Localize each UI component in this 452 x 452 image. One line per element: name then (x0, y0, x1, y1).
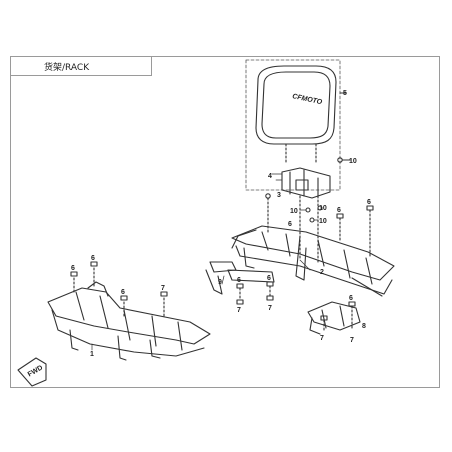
callout-7-r2: 7 (268, 305, 272, 312)
callout-6-r4: 6 (267, 275, 271, 282)
callout-6-r5: 6 (349, 295, 353, 302)
front-fasteners (70, 261, 168, 319)
callout-7-f1: 7 (161, 285, 165, 292)
callout-6-f1: 6 (71, 265, 75, 272)
callout-10-mid: 10 (290, 208, 298, 215)
backrest-logo: CFMOTO (292, 93, 324, 106)
callout-4: 4 (268, 173, 272, 180)
rear-fasteners (236, 205, 374, 331)
callout-8: 8 (362, 323, 366, 330)
callout-1: 1 (90, 351, 94, 358)
callout-10-low: 10 (319, 218, 327, 225)
rear-right-bracket (307, 301, 361, 335)
callout-7-r4: 7 (350, 337, 354, 344)
callout-7-r3: 7 (320, 335, 324, 342)
backrest-enclosure (245, 59, 341, 191)
callout-5: 5 (343, 90, 347, 97)
diagram-title: 货架/RACK (44, 63, 90, 73)
front-rack (47, 281, 211, 361)
fwd-arrow (17, 357, 47, 387)
title-box (10, 56, 152, 76)
callout-3: 3 (277, 192, 281, 199)
backrest-pad (255, 65, 337, 145)
diagram-frame (10, 56, 440, 388)
callout-9: 9 (218, 279, 222, 286)
callout-6-r3: 6 (237, 277, 241, 284)
callout-10-right: 10 (319, 205, 327, 212)
leader-lines (91, 173, 319, 351)
backrest-bracket (281, 167, 331, 199)
callout-6-r1: 6 (337, 207, 341, 214)
callout-10-top: 10 (349, 158, 357, 165)
callout-6-r2: 6 (367, 199, 371, 206)
callout-7-r1: 7 (237, 307, 241, 314)
fwd-label: FWD (27, 364, 44, 378)
callout-6-f2: 6 (91, 255, 95, 262)
callout-6-mid: 6 (288, 221, 292, 228)
rear-rack (205, 225, 395, 297)
callout-2: 2 (320, 269, 324, 276)
callout-6-f3: 6 (121, 289, 125, 296)
